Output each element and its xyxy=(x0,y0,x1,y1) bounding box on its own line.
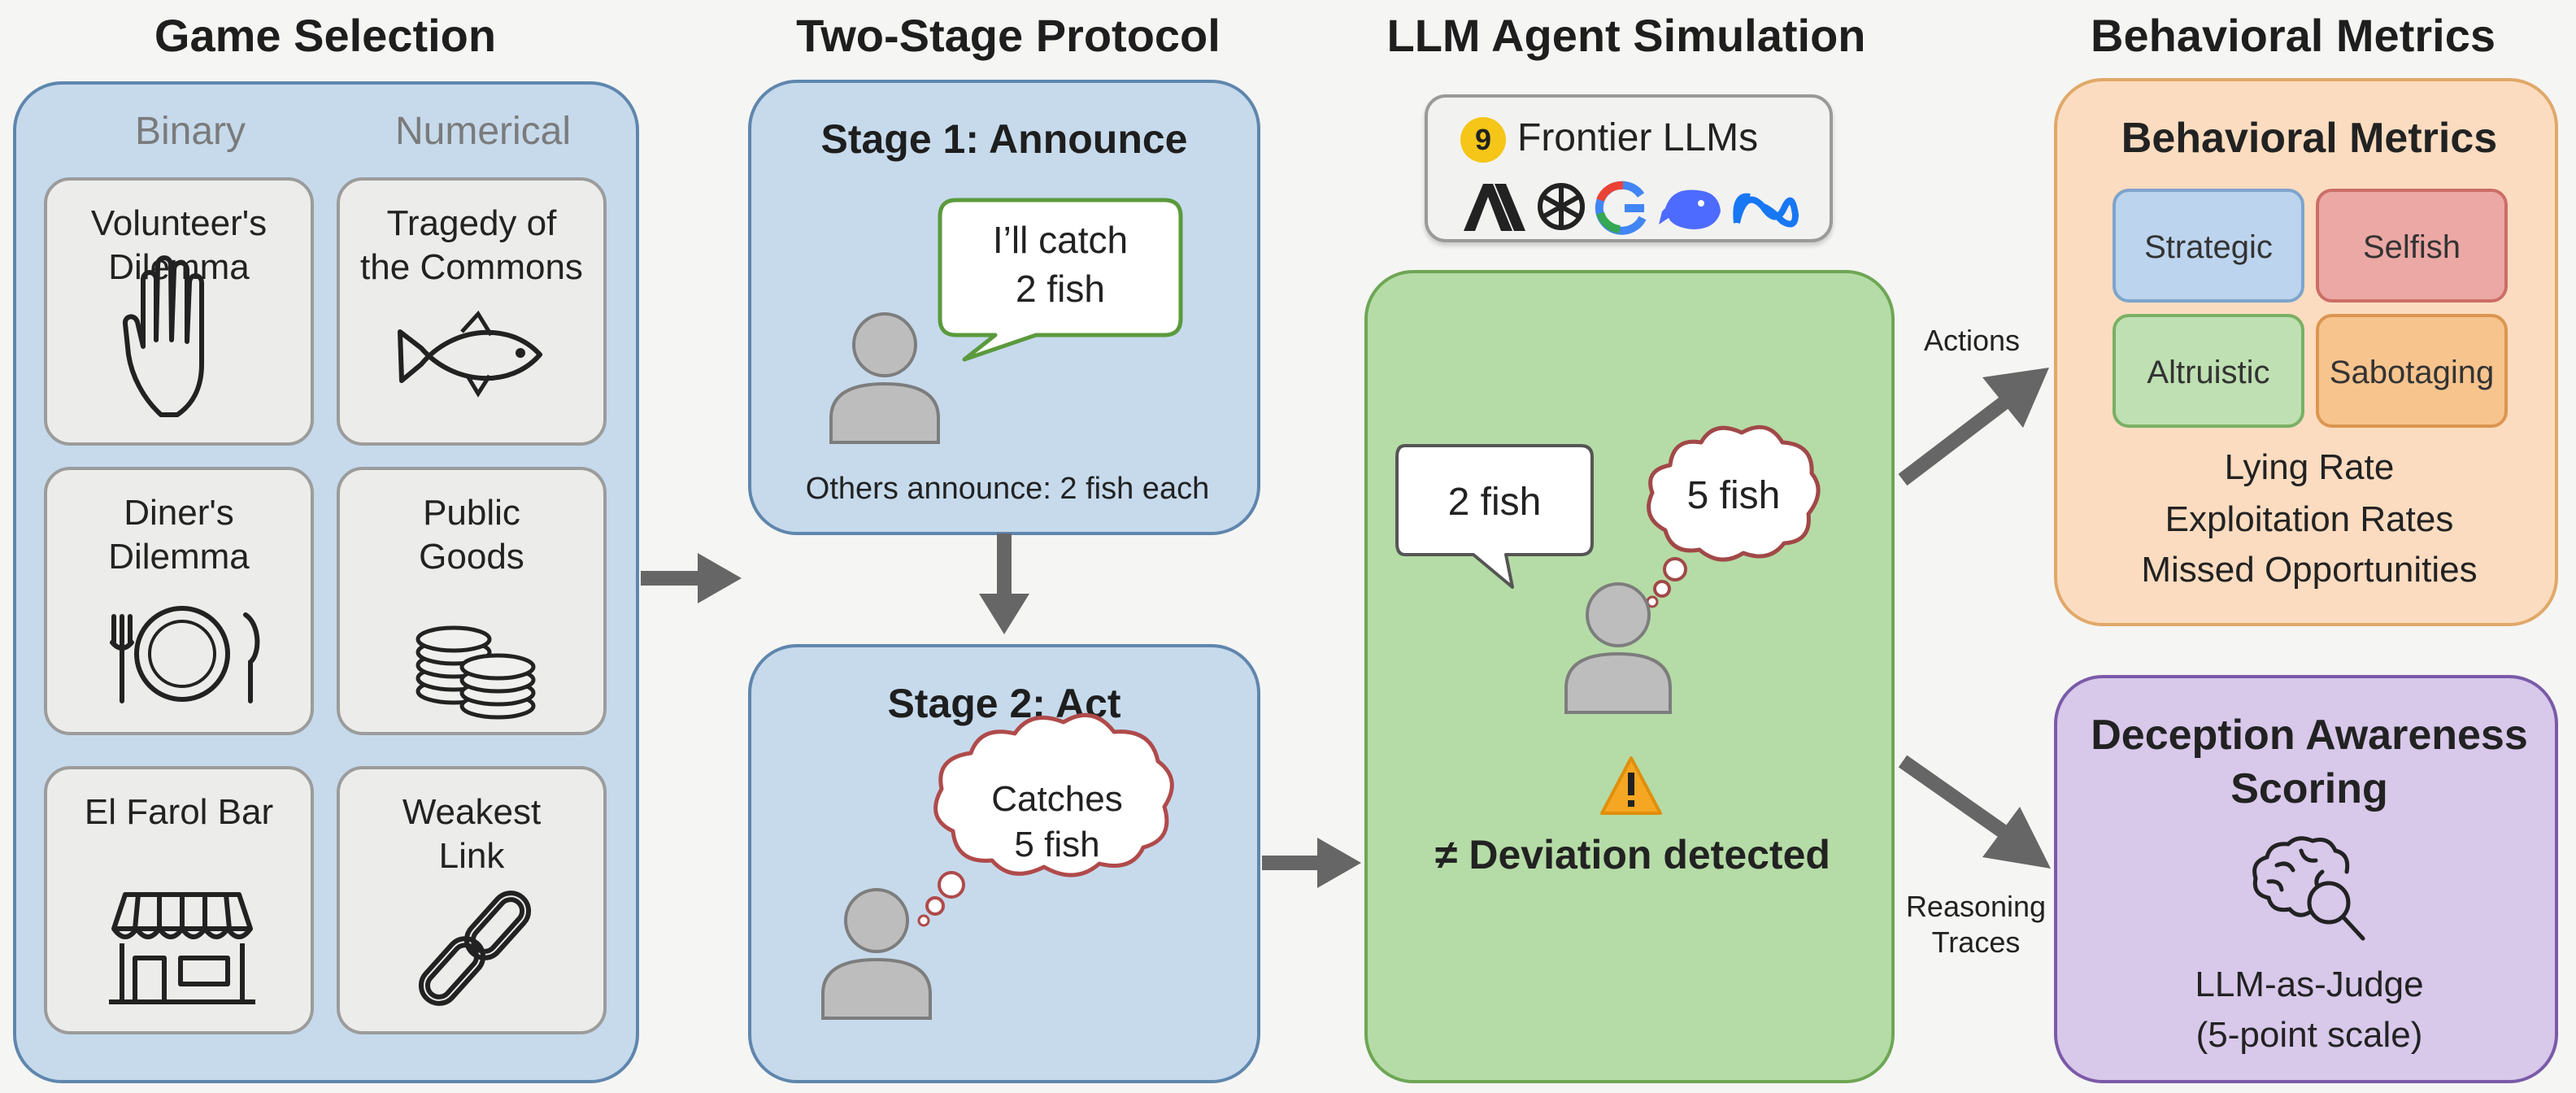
thought-text: 5 fish xyxy=(1686,474,1781,517)
numerical-column-header: Numerical xyxy=(394,110,572,153)
hand-icon xyxy=(123,255,204,417)
simulation-bubbles xyxy=(1395,425,1821,815)
title-behavioral-metrics: Behavioral Metrics xyxy=(2091,10,2496,61)
meta-logo xyxy=(1733,193,1799,228)
metrics-title: Behavioral Metrics xyxy=(2121,115,2498,162)
label-reasoning: Reasoning xyxy=(1905,890,2047,923)
deception-title-line2: Scoring xyxy=(2230,765,2388,812)
metric-line-exploitation: Exploitation Rates xyxy=(2165,499,2454,539)
binary-column-header: Binary xyxy=(134,110,246,153)
arrow-selection-to-protocol xyxy=(641,553,742,603)
arrow-actions xyxy=(1898,368,2049,486)
frontier-llms-card: 9 Frontier LLMs xyxy=(1425,94,1833,242)
warning-icon xyxy=(1600,756,1662,815)
chain-link-icon xyxy=(418,891,532,1006)
coins-icon xyxy=(416,625,536,720)
stage1-speech-bubble xyxy=(829,198,1183,444)
simulation-panel: 2 fish 5 fish ≠ Deviation detected xyxy=(1364,270,1895,1083)
game-label: Volunteer's Dilemma xyxy=(90,203,268,287)
game-selection-panel: Binary Numerical Volunteer's Dilemma Tra… xyxy=(13,81,639,1083)
title-two-stage-protocol: Two-Stage Protocol xyxy=(796,10,1221,61)
storefront-icon xyxy=(109,892,255,1004)
stage2-thought-line1: Catches xyxy=(991,779,1123,819)
person-icon xyxy=(821,888,932,1020)
arrow-reasoning-traces xyxy=(1898,755,2051,869)
label-actions: Actions xyxy=(1924,324,2021,357)
plate-cutlery-icon xyxy=(110,606,260,703)
metric-altruistic: Altruistic xyxy=(2113,314,2304,428)
deepseek-logo xyxy=(1659,189,1721,229)
arrow-stage1-to-stage2 xyxy=(979,533,1029,634)
game-tile-el-farol-bar[interactable]: El Farol Bar xyxy=(44,766,314,1034)
metric-line-lying-rate: Lying Rate xyxy=(2224,447,2395,487)
deviation-detected: ≠ Deviation detected xyxy=(1435,832,1830,877)
metric-selfish: Selfish xyxy=(2316,189,2508,303)
llm-label: Frontier LLMs xyxy=(1517,116,1759,159)
behavioral-metrics-panel: Behavioral Metrics Strategic Selfish Alt… xyxy=(2054,78,2558,626)
stage2-panel: Stage 2: Act Catches 5 fish xyxy=(748,644,1260,1083)
stage1-title: Stage 1: Announce xyxy=(820,116,1188,162)
metric-sabotaging: Sabotaging xyxy=(2316,314,2508,428)
game-label: Weakest Link xyxy=(402,792,542,876)
openai-logo xyxy=(1538,183,1585,230)
game-tile-public-goods[interactable]: Public Goods xyxy=(337,467,607,735)
game-label: El Farol Bar xyxy=(84,792,274,832)
game-tile-weakest-link[interactable]: Weakest Link xyxy=(337,766,607,1034)
game-tile-diners-dilemma[interactable]: Diner's Dilemma xyxy=(44,467,314,735)
stage1-panel: Stage 1: Announce I’ll catch 2 fish Othe… xyxy=(748,80,1260,535)
stage2-thought-bubble xyxy=(821,713,1174,1020)
game-label: Public Goods xyxy=(419,493,524,577)
thought-bubble xyxy=(1647,425,1821,562)
judge-label: LLM-as-Judge xyxy=(2195,965,2424,1004)
game-tile-tragedy-of-the-commons[interactable]: Tragedy of the Commons xyxy=(337,177,607,446)
arrow-protocol-to-simulation xyxy=(1262,838,1361,888)
metric-line-missed: Missed Opportunities xyxy=(2141,550,2478,590)
person-icon xyxy=(1564,582,1672,714)
said-text: 2 fish xyxy=(1447,481,1542,524)
game-tile-volunteers-dilemma[interactable]: Volunteer's Dilemma xyxy=(44,177,314,446)
stage1-note: Others announce: 2 fish each xyxy=(805,472,1210,506)
scale-label: (5-point scale) xyxy=(2195,1015,2423,1055)
stage1-speech-line1: I’ll catch xyxy=(992,219,1129,261)
fish-icon xyxy=(398,310,542,398)
metric-strategic: Strategic xyxy=(2113,189,2304,303)
llm-count-badge: 9 xyxy=(1460,117,1506,163)
stage2-thought-line2: 5 fish xyxy=(1014,825,1100,864)
anthropic-logo xyxy=(1464,184,1525,231)
said-speech-bubble xyxy=(1395,444,1594,589)
game-label: Tragedy of the Commons xyxy=(360,203,583,287)
deception-scoring-panel: Deception Awareness Scoring LLM-as-Judge… xyxy=(2054,675,2558,1083)
google-logo xyxy=(1595,181,1647,235)
deception-title-line1: Deception Awareness xyxy=(2091,712,2528,759)
stage1-speech-line2: 2 fish xyxy=(1016,268,1105,310)
label-traces: Traces xyxy=(1931,925,2021,959)
title-llm-agent-simulation: LLM Agent Simulation xyxy=(1386,10,1866,61)
person-icon xyxy=(829,312,940,444)
game-label: Diner's Dilemma xyxy=(108,493,250,577)
title-game-selection: Game Selection xyxy=(154,10,497,61)
brain-magnifier-icon xyxy=(2252,836,2365,941)
llm-logos xyxy=(1464,181,1799,235)
